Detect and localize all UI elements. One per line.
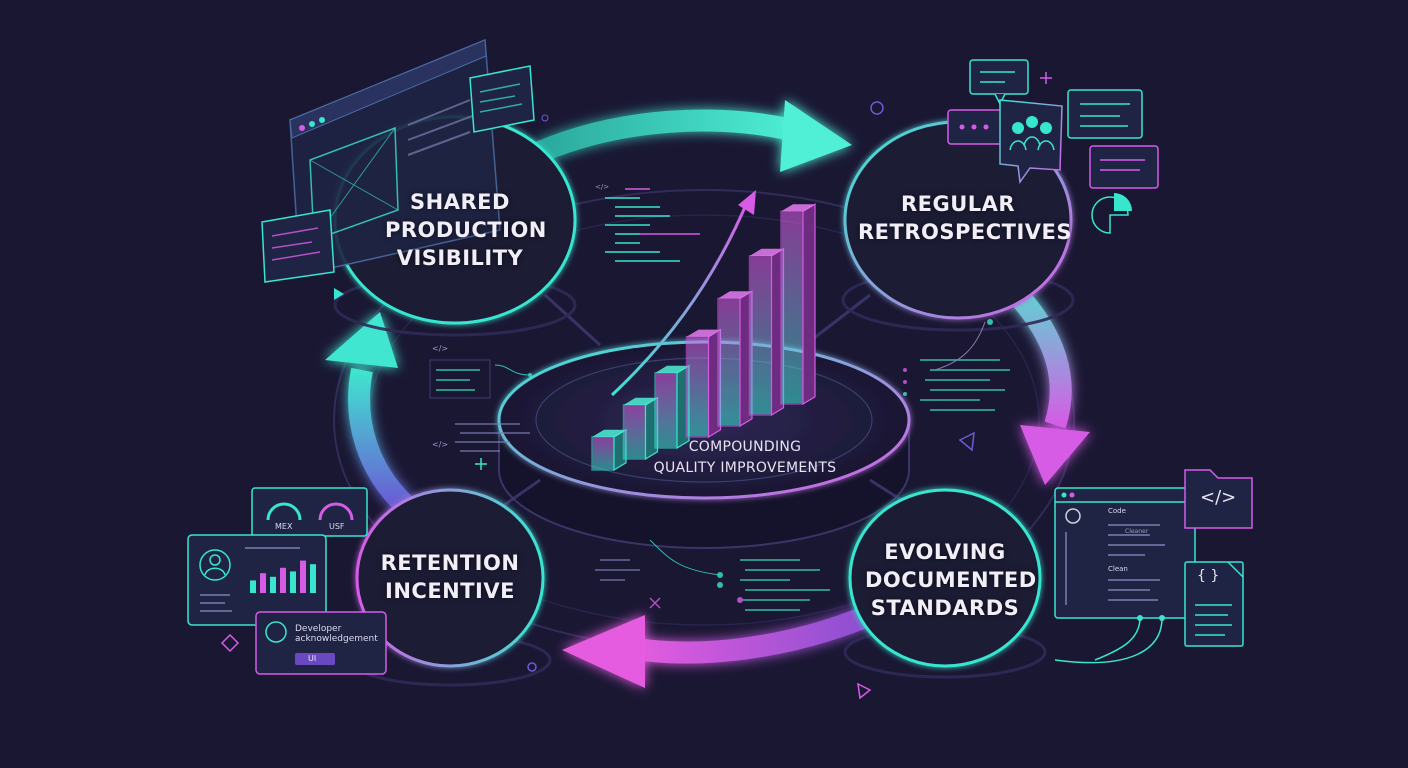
trend-line — [610, 199, 750, 397]
label-evolving-documented-standards: EVOLVING DOCUMENTED STANDARDS — [865, 538, 1037, 622]
center-label-line: QUALITY IMPROVEMENTS — [653, 460, 837, 476]
label-shared-production-visibility: SHARED PRODUCTION VISIBILITY — [385, 188, 547, 272]
code-snippet-top — [605, 188, 700, 262]
label-line: DOCUMENTED — [865, 568, 1037, 592]
dashboard-illustration — [187, 487, 537, 675]
center-bar-chart — [591, 203, 816, 472]
team-member-icon-2 — [1026, 116, 1038, 128]
label-line: INCENTIVE — [385, 579, 515, 603]
label-retention-incentive: RETENTION INCENTIVE — [375, 549, 525, 605]
gauge-left-icon — [266, 502, 302, 521]
center-label-line: COMPOUNDING — [688, 439, 802, 455]
code-snippet-left — [429, 359, 532, 452]
dashboard-mini-bar — [310, 564, 316, 593]
diamond-decor — [220, 633, 240, 653]
code-snippet-right — [903, 319, 1010, 411]
label-line: REGULAR — [900, 192, 1016, 216]
dashboard-mini-bar — [260, 573, 266, 593]
code-tag-icon-left: </> — [432, 344, 449, 353]
center-trend-arrow — [610, 190, 756, 397]
ack-title-2: acknowledgement — [295, 634, 378, 644]
label-line: VISIBILITY — [396, 246, 524, 270]
trend-arrowhead — [738, 190, 756, 215]
chart-bar — [685, 328, 722, 439]
chart-bar — [748, 247, 785, 417]
code-tag-icon: </> — [1200, 487, 1237, 508]
label-line: SHARED — [410, 190, 510, 214]
team-member-icon-1 — [1012, 122, 1024, 134]
label-line: PRODUCTION — [385, 218, 547, 242]
doc-line-extra: Cleaner — [1125, 528, 1149, 535]
label-line: RETENTION — [380, 551, 520, 575]
browser-window-illustration — [261, 38, 535, 300]
chat-bubbles-illustration — [947, 59, 1159, 234]
chart-bar — [717, 290, 753, 428]
label-line: EVOLVING — [884, 540, 1006, 564]
chart-bar — [654, 364, 690, 450]
gauge-right-icon — [318, 502, 354, 521]
user-avatar-icon — [199, 549, 231, 581]
code-tag-icon-top: </> — [595, 183, 610, 191]
dashboard-mini-bar — [270, 576, 276, 593]
triangle-decor-1 — [334, 288, 344, 300]
gauge-right-label: USF — [329, 522, 345, 531]
ack-badge: UI — [308, 654, 317, 663]
doc-line-code: Code — [1108, 507, 1126, 515]
dashboard-mini-bar — [280, 567, 286, 593]
chart-bar — [591, 428, 627, 472]
documents-illustration — [1054, 469, 1253, 664]
dashboard-mini-bar — [300, 560, 306, 593]
ack-title-1: Developer — [295, 624, 342, 634]
doc-line-clean: Clean — [1108, 565, 1128, 573]
team-member-icon-3 — [1040, 122, 1052, 134]
arrow-bottom — [562, 604, 875, 688]
gauge-left-label: MEX — [275, 522, 293, 531]
label-line: STANDARDS — [870, 596, 1020, 620]
arrow-top — [535, 100, 852, 172]
circle-decor-1 — [527, 662, 537, 672]
decorations — [475, 72, 1052, 700]
chart-bar — [780, 203, 816, 406]
repo-icon — [1065, 508, 1081, 524]
braces-icon: { } — [1197, 568, 1220, 584]
dashboard-mini-bar — [250, 580, 256, 593]
user-avatar-icon-2 — [265, 621, 287, 643]
label-line: RETROSPECTIVES — [858, 220, 1072, 244]
node-evolving-documented-standards — [843, 488, 1047, 679]
dashboard-mini-bars — [250, 560, 316, 593]
dashboard-mini-bar — [290, 571, 296, 593]
label-compounding-quality-improvements: COMPOUNDING QUALITY IMPROVEMENTS — [640, 437, 850, 479]
code-tag-icon-left-2: </> — [432, 440, 449, 449]
code-snippet-bottom — [595, 539, 830, 611]
arrow-right — [1006, 284, 1090, 485]
arrow-left — [325, 312, 413, 513]
label-regular-retrospectives: REGULAR RETROSPECTIVES — [858, 190, 1072, 246]
